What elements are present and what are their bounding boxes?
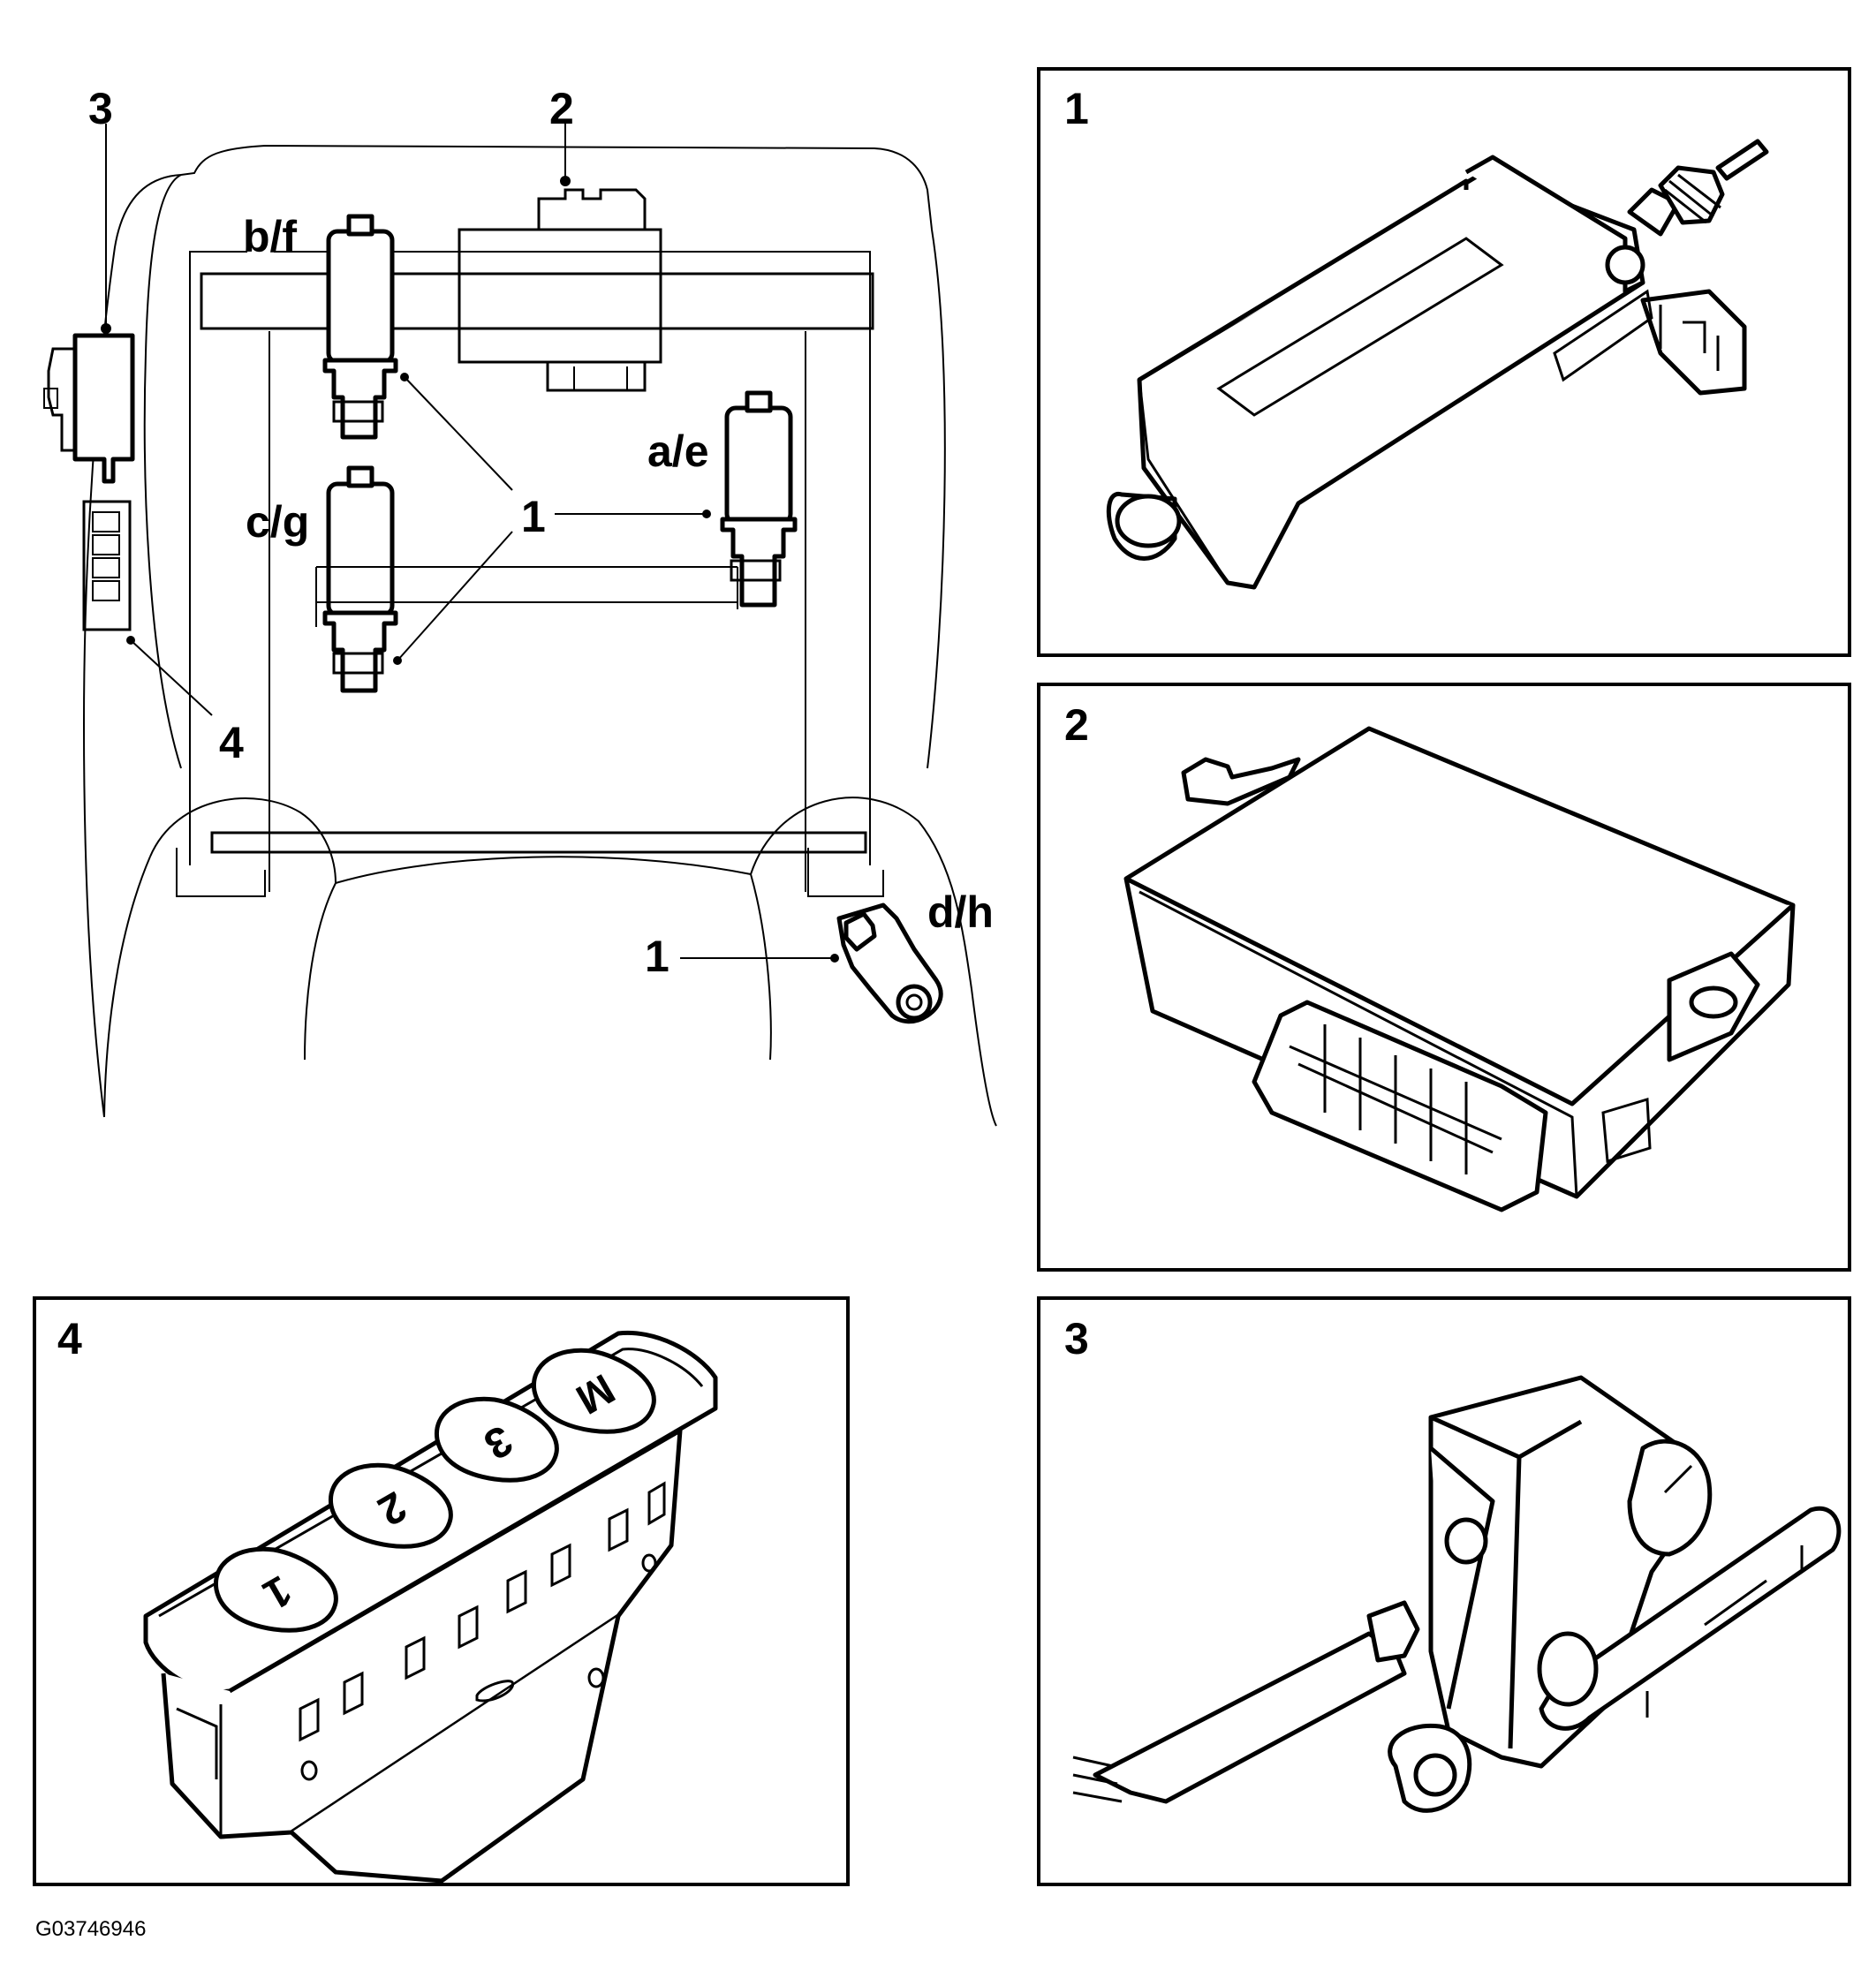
label-motor-dh: d/h (927, 887, 994, 937)
seat-switch-illustration (1072, 1375, 1842, 1813)
seat-switch-overview (43, 323, 135, 484)
seat-cushion (149, 797, 997, 1127)
callout-1-upper: 1 (521, 492, 546, 541)
panel-2-number: 2 (1064, 700, 1089, 750)
control-unit-illustration (1123, 726, 1796, 1212)
detail-panel-4: 4 1 2 3 M (33, 1296, 850, 1886)
seat-overview: 3 2 b/f a/e c/g 1 4 d/h 1 (43, 84, 997, 1127)
seat-back-outline (82, 144, 946, 1118)
callout-1-lower: 1 (645, 932, 669, 981)
panel-1-number: 1 (1064, 84, 1089, 133)
label-motor-cg: c/g (246, 497, 309, 547)
upper-cross-bar (200, 272, 874, 330)
memory-button-3[interactable]: 3 (434, 1396, 559, 1483)
motor-rail (315, 566, 738, 627)
panel-4-number: 4 (57, 1314, 82, 1363)
memory-button-2[interactable]: 2 (328, 1462, 453, 1549)
detail-panel-2: 2 (1037, 683, 1851, 1272)
motor-bf (322, 214, 398, 440)
seat-frame (189, 251, 247, 865)
detail-panel-1: 1 (1037, 67, 1851, 657)
detail-panel-3: 3 (1037, 1296, 1851, 1886)
memory-button-1[interactable]: 1 (213, 1546, 338, 1633)
motor-illustration (1106, 139, 1769, 590)
motor-dh (836, 902, 943, 1024)
motor-cg (322, 465, 398, 693)
panel-3-number: 3 (1064, 1314, 1089, 1363)
callout-4: 4 (219, 718, 244, 767)
callout-3: 3 (88, 84, 113, 133)
memory-button-m[interactable]: M (531, 1348, 656, 1434)
label-motor-bf: b/f (243, 212, 297, 261)
memory-switch-overview (82, 500, 132, 631)
motor-ae (720, 390, 798, 608)
control-unit-overview (458, 176, 662, 392)
figure-id: G03746946 (35, 1917, 146, 1941)
lower-cross-bar (210, 831, 867, 854)
label-motor-ae: a/e (647, 427, 709, 476)
callout-2: 2 (549, 84, 574, 133)
memory-switch-illustration: 1 2 3 M (143, 1330, 718, 1884)
leader-lines (105, 124, 839, 963)
